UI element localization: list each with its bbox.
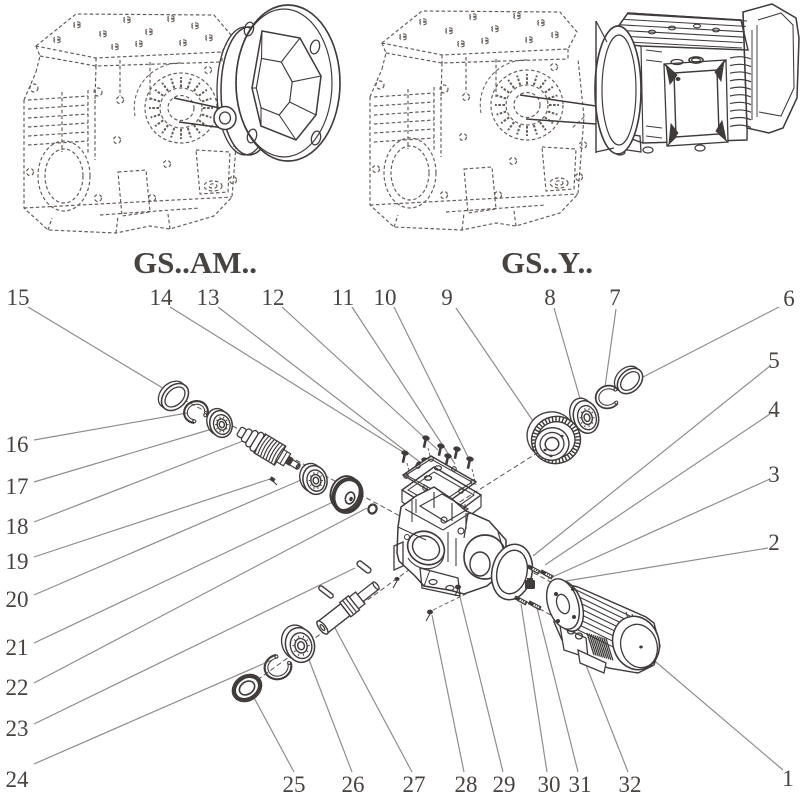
- svg-text:1: 1: [782, 766, 794, 791]
- svg-text:27: 27: [403, 772, 426, 797]
- svg-text:23: 23: [6, 716, 29, 741]
- svg-text:15: 15: [7, 285, 30, 310]
- svg-text:12: 12: [262, 285, 285, 310]
- svg-text:GS..AM..: GS..AM..: [133, 245, 257, 280]
- svg-text:17: 17: [6, 474, 29, 499]
- svg-text:10: 10: [374, 285, 397, 310]
- svg-text:5: 5: [768, 348, 780, 373]
- svg-text:19: 19: [6, 549, 29, 574]
- svg-text:9: 9: [441, 285, 453, 310]
- svg-text:22: 22: [6, 675, 29, 700]
- svg-text:11: 11: [332, 285, 354, 310]
- svg-text:6: 6: [783, 286, 795, 311]
- svg-text:GS..Y..: GS..Y..: [501, 245, 593, 280]
- svg-text:2: 2: [768, 530, 780, 555]
- svg-text:28: 28: [455, 772, 478, 797]
- svg-text:3: 3: [768, 462, 780, 487]
- svg-text:30: 30: [538, 772, 561, 797]
- svg-text:16: 16: [6, 432, 29, 457]
- svg-text:14: 14: [150, 285, 174, 310]
- svg-text:29: 29: [493, 772, 516, 797]
- svg-text:21: 21: [6, 635, 29, 660]
- svg-text:24: 24: [6, 767, 30, 792]
- svg-text:18: 18: [6, 514, 29, 539]
- svg-text:26: 26: [342, 772, 365, 797]
- svg-text:7: 7: [609, 285, 621, 310]
- svg-text:8: 8: [544, 285, 556, 310]
- svg-text:4: 4: [768, 397, 780, 422]
- svg-text:31: 31: [569, 772, 592, 797]
- svg-text:13: 13: [197, 285, 220, 310]
- svg-text:20: 20: [6, 587, 29, 612]
- svg-text:25: 25: [283, 772, 306, 797]
- svg-text:32: 32: [619, 772, 642, 797]
